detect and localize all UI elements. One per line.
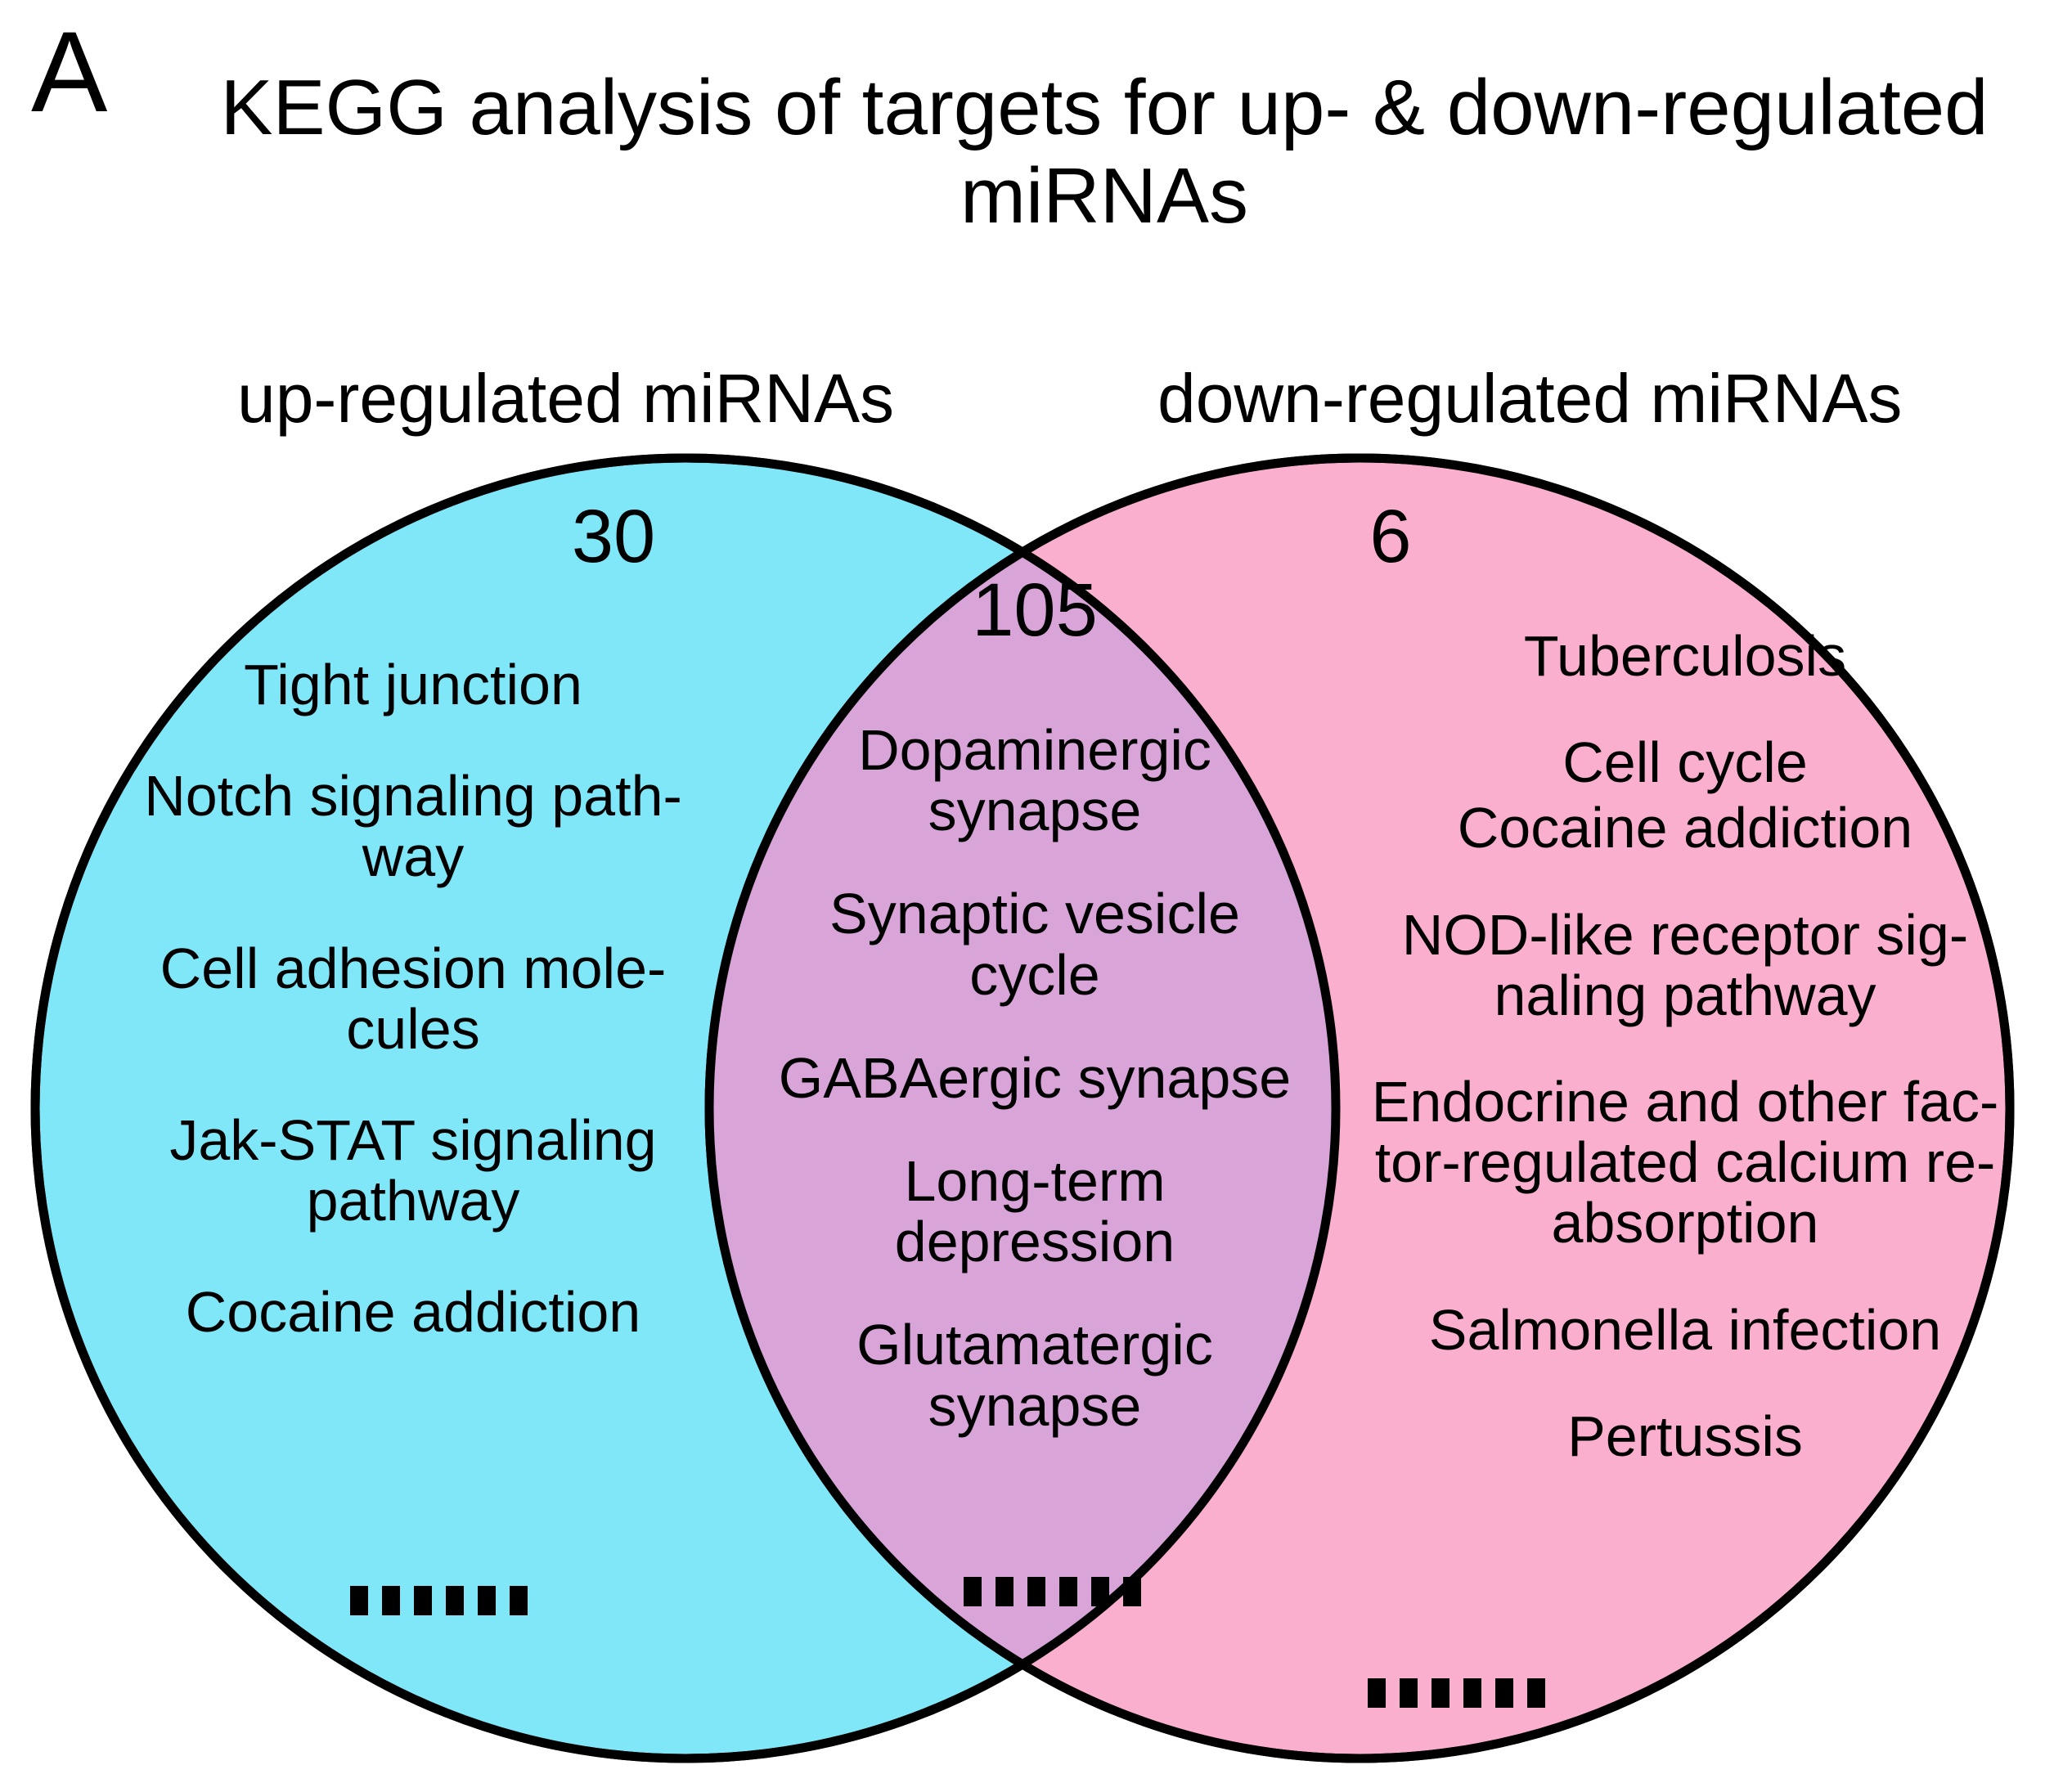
list-item: Cell cycle: [1358, 732, 2012, 793]
list-item: Salmonella infection: [1358, 1297, 2012, 1362]
pathway-label: Dopaminergic: [858, 718, 1211, 782]
pathway-label-cont: pathway: [306, 1169, 520, 1233]
list-item: Jak-STAT signaling pathway: [110, 1110, 716, 1231]
pathway-label: Pertussis: [1567, 1404, 1803, 1468]
pathway-list-right: Tuberculosis Cell cycle Cocaine addictio…: [1358, 626, 2012, 1512]
pathway-label: Notch signaling path-: [144, 764, 682, 829]
pathway-label: Endocrine and other fac-: [1371, 1069, 1999, 1134]
pathway-list-left: Tight junction Notch signaling path- way…: [110, 654, 716, 1394]
list-item: GABAergic synapse: [765, 1048, 1305, 1108]
pathway-label: Long-term depression: [894, 1148, 1175, 1274]
square-dot-icon: [1495, 1678, 1513, 1708]
square-dot-icon: [1527, 1678, 1545, 1708]
square-dot-icon: [964, 1577, 982, 1606]
square-dot-icon: [478, 1586, 496, 1615]
pathway-label-cont: naling pathway: [1494, 963, 1876, 1027]
venn-overlap-lens[interactable]: [709, 458, 2010, 1758]
list-item: Cell adhesion mole- cules: [110, 936, 716, 1061]
pathway-label: Salmonella infection: [1428, 1297, 1942, 1362]
square-dot-icon: [510, 1586, 528, 1615]
count-right-only: 6: [1369, 495, 1412, 578]
list-item: Cocaine addiction: [1358, 797, 2012, 858]
list-item: NOD-like receptor sig- naling pathway: [1358, 902, 2012, 1027]
list-item: Pertussis: [1358, 1406, 2012, 1466]
pathway-label-cont: way: [362, 824, 465, 889]
venn-circle-left-outline: [30, 453, 1341, 1763]
list-item: Long-term depression: [765, 1151, 1305, 1272]
list-item: Tight junction: [110, 654, 716, 715]
square-dot-icon: [1432, 1678, 1449, 1708]
list-item: Synaptic vesicle cycle: [765, 883, 1305, 1004]
pathway-label-cont: synapse: [928, 779, 1142, 843]
square-dot-icon: [1027, 1577, 1045, 1606]
more-items-marker-overlap: [964, 1577, 1141, 1606]
pathway-label: Jak-STAT signaling: [169, 1107, 657, 1172]
square-dot-icon: [446, 1586, 464, 1615]
more-items-marker-right: [1368, 1678, 1545, 1708]
square-dot-icon: [382, 1586, 400, 1615]
pathway-label: Cell adhesion mole-: [160, 936, 667, 1000]
set-caption-up-regulated: up-regulated miRNAs: [237, 360, 895, 437]
square-dot-icon: [414, 1586, 432, 1615]
pathway-label: Cocaine addiction: [1457, 796, 1913, 860]
list-item: Tuberculosis: [1358, 626, 2012, 686]
square-dot-icon: [1091, 1577, 1109, 1606]
pathway-label: Cocaine addiction: [185, 1280, 641, 1345]
panel-letter: A: [31, 7, 107, 136]
square-dot-icon: [1463, 1678, 1481, 1708]
pathway-label: GABAergic synapse: [778, 1045, 1292, 1110]
pathway-label: Synaptic vesicle cycle: [829, 882, 1240, 1007]
pathway-label: Tuberculosis: [1523, 624, 1847, 688]
pathway-label-cont2: absorption: [1551, 1191, 1819, 1255]
pathway-label-cont: synapse: [928, 1373, 1142, 1438]
pathway-label: Tight junction: [244, 653, 582, 716]
list-item: Cocaine addiction: [110, 1282, 716, 1342]
list-item: Glutamatergic synapse: [765, 1314, 1305, 1435]
set-caption-down-regulated: down-regulated miRNAs: [1157, 360, 1903, 437]
square-dot-icon: [350, 1586, 368, 1615]
square-dot-icon: [996, 1577, 1014, 1606]
more-items-marker-left: [350, 1586, 528, 1615]
pathway-label-cont: cules: [346, 996, 480, 1061]
venn-circle-right-outline: [704, 453, 2015, 1763]
square-dot-icon: [1400, 1678, 1418, 1708]
pathway-list-overlap: Dopaminergic synapse Synaptic vesicle cy…: [765, 720, 1305, 1479]
pathway-label: Cell cycle: [1562, 730, 1808, 795]
list-item: Notch signaling path- way: [110, 766, 716, 887]
count-overlap: 105: [972, 568, 1098, 652]
list-item: Endocrine and other fac- tor-regulated c…: [1358, 1071, 2012, 1254]
figure-title: KEGG analysis of targets for up- & down-…: [220, 64, 1989, 240]
pathway-label: Glutamatergic: [856, 1313, 1213, 1377]
square-dot-icon: [1123, 1577, 1141, 1606]
count-left-only: 30: [571, 495, 656, 578]
pathway-label: NOD-like receptor sig-: [1401, 902, 1969, 967]
pathway-label-cont: tor-regulated calcium re-: [1374, 1130, 1996, 1195]
square-dot-icon: [1059, 1577, 1077, 1606]
list-item: Dopaminergic synapse: [765, 720, 1305, 841]
square-dot-icon: [1368, 1678, 1386, 1708]
